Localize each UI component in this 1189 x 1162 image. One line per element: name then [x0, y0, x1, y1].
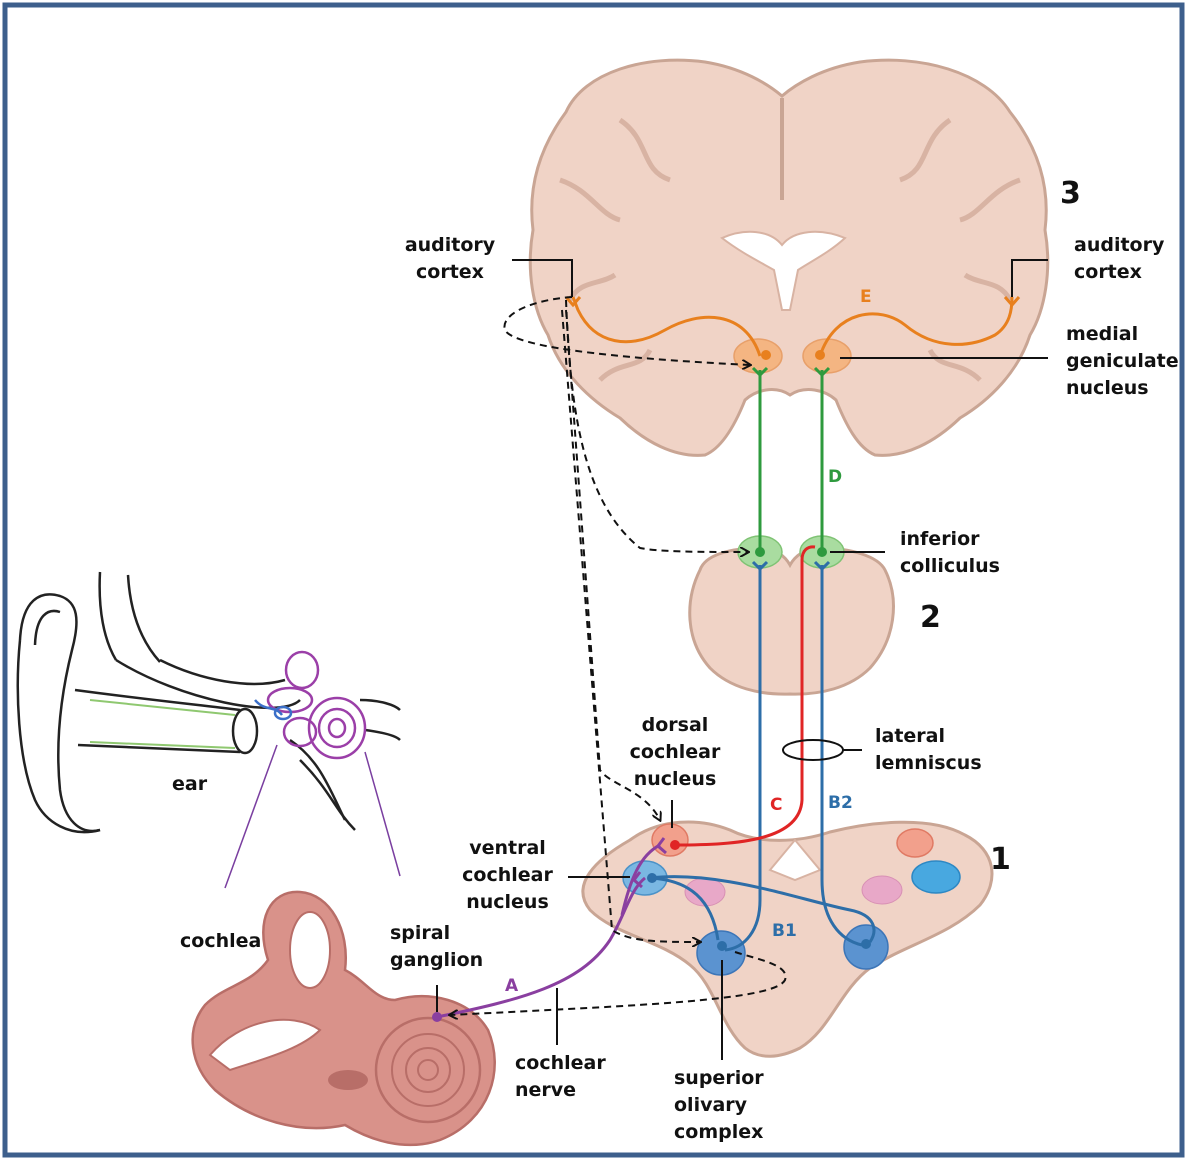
pink-nucleus-right	[862, 876, 902, 904]
label-line: cochlear	[515, 1050, 606, 1077]
mgn-neuron-right	[815, 350, 825, 360]
ventral-cochlear-nucleus-right	[912, 861, 960, 893]
label-line: lateral	[875, 723, 982, 750]
label-line: cortex	[1074, 259, 1164, 286]
label-line: geniculate	[1066, 348, 1179, 375]
label-line: nucleus	[620, 766, 730, 793]
label-line: ventral	[450, 835, 565, 862]
label-spiral-ganglion: spiral ganglion	[390, 920, 483, 974]
label-line: auditory	[390, 232, 510, 259]
label-line: complex	[674, 1119, 764, 1146]
label-ventral-cochlear: ventral cochlear nucleus	[450, 835, 565, 916]
medial-geniculate-left	[734, 339, 782, 373]
level-number-3: 3	[1060, 176, 1081, 211]
label-line: cortex	[390, 259, 510, 286]
brain-coronal-section	[530, 60, 1047, 455]
pathway-label-a: A	[505, 976, 518, 996]
label-inferior-colliculus: inferior colliculus	[900, 526, 1000, 580]
soc-neuron-left	[717, 941, 727, 951]
pathway-label-d: D	[828, 467, 842, 487]
ic-neuron-right	[817, 547, 827, 557]
label-dorsal-cochlear: dorsal cochlear nucleus	[620, 712, 730, 793]
pathway-label-b1: B1	[772, 921, 797, 941]
label-line: cochlear	[620, 739, 730, 766]
label-line: nucleus	[1066, 375, 1179, 402]
label-ear: ear	[172, 771, 207, 798]
vcn-neuron-left	[647, 873, 657, 883]
label-line: spiral	[390, 920, 483, 947]
mgn-neuron-left	[761, 350, 771, 360]
ic-neuron-left	[755, 547, 765, 557]
dorsal-cochlear-nucleus-left	[652, 824, 688, 856]
label-superior-olivary: superior olivary complex	[674, 1065, 764, 1146]
pathway-label-b2: B2	[828, 793, 853, 813]
pathway-label-c: C	[770, 795, 782, 815]
spiral-ganglion-neuron	[432, 1012, 442, 1022]
label-line: olivary	[674, 1092, 764, 1119]
label-line: nucleus	[450, 889, 565, 916]
label-line: colliculus	[900, 553, 1000, 580]
label-line: cochlear	[450, 862, 565, 889]
label-line: inferior	[900, 526, 1000, 553]
label-medial-geniculate: medial geniculate nucleus	[1066, 321, 1179, 402]
level-number-2: 2	[920, 600, 941, 635]
label-line: medial	[1066, 321, 1179, 348]
label-cochlea: cochlea	[180, 928, 261, 955]
dorsal-cochlear-nucleus-right	[897, 829, 933, 857]
label-line: nerve	[515, 1077, 606, 1104]
label-line: superior	[674, 1065, 764, 1092]
label-line: dorsal	[620, 712, 730, 739]
label-cochlear-nerve: cochlear nerve	[515, 1050, 606, 1104]
label-line: lemniscus	[875, 750, 982, 777]
label-auditory-cortex-left: auditory cortex	[390, 232, 510, 286]
pathway-label-e: E	[860, 287, 872, 307]
label-lateral-lemniscus: lateral lemniscus	[875, 723, 982, 777]
soc-neuron-right	[861, 939, 871, 949]
label-line: ganglion	[390, 947, 483, 974]
dcn-neuron-left	[670, 840, 680, 850]
level-number-1: 1	[990, 842, 1011, 877]
label-auditory-cortex-right: auditory cortex	[1074, 232, 1164, 286]
label-line: auditory	[1074, 232, 1164, 259]
